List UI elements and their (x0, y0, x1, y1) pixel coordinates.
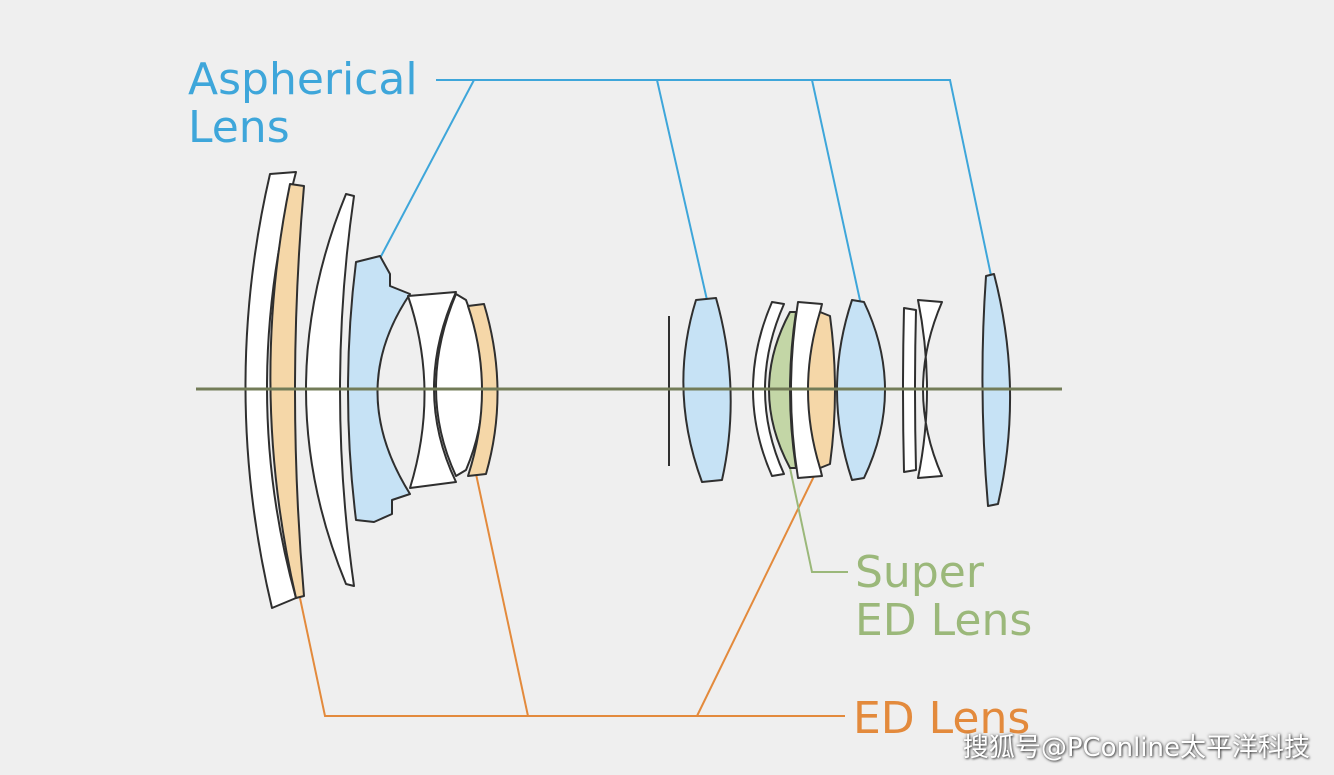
aspherical-leader-element7 (656, 79, 713, 323)
super-ed-lens-label: Super ED Lens (855, 551, 1032, 647)
lens-element-biconcave (917, 299, 943, 479)
ed-leader-element10 (696, 467, 819, 717)
aspherical-leader-main (436, 79, 994, 286)
super-ed-label-line1: Super (855, 547, 984, 598)
super-ed-leader (789, 467, 848, 573)
aspherical-label-line1: Aspherical (188, 54, 418, 105)
aspherical-leader-element11 (811, 79, 862, 306)
lens-element-aspherical-1 (347, 255, 411, 523)
ed-leader-element3 (475, 473, 529, 717)
super-ed-label-line2: ED Lens (855, 595, 1033, 646)
aspherical-label-line2: Lens (188, 102, 290, 153)
ed-lens-label: ED Lens (853, 697, 1030, 741)
aspherical-leader-element4 (377, 79, 475, 263)
aspherical-leader-lines (377, 79, 994, 323)
lens-element-meniscus-4 (752, 301, 785, 477)
lens-element-ed-1 (269, 183, 305, 599)
lens-element-front-meniscus (244, 171, 297, 609)
watermark: 搜狐号@PConline太平洋科技 (962, 733, 1310, 763)
ed-leader-main (299, 597, 845, 717)
aspherical-lens-label: Aspherical Lens (188, 58, 418, 154)
ed-label-text: ED Lens (853, 693, 1031, 744)
